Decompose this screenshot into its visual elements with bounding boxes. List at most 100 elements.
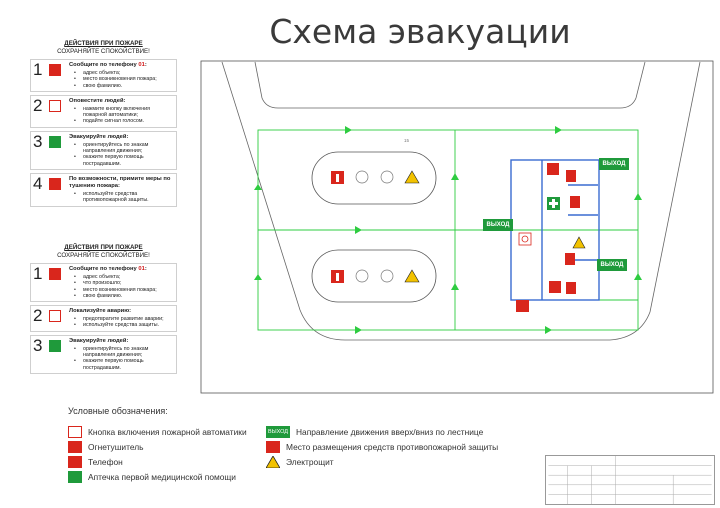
panel-subheading: СОХРАНЯЙТЕ СПОКОЙСТВИЕ! — [57, 48, 150, 55]
step-item: предотвратите развитие аварии; — [69, 316, 174, 323]
step-item: окажите первую помощь пострадавшим. — [69, 358, 174, 371]
island-top — [311, 151, 437, 205]
legend: Условные обозначения: Кнопка включения п… — [68, 406, 548, 483]
step-1: 1 Сообщите по телефону 01: адрес объекта;м… — [30, 59, 177, 92]
exit-sign: ВЫХОД — [483, 219, 513, 231]
island-bottom — [311, 249, 437, 303]
legend-item-exit: ВЫХОД Направление движения вверх/вниз по… — [266, 426, 483, 438]
phone-icon — [549, 281, 561, 293]
instructions-panel-fire: ДЕЙСТВИЯ ПРИ ПОЖАРЕ СОХРАНЯЙТЕ СПОКОЙСТВ… — [30, 40, 177, 207]
step-3: 3 Эвакуируйте людей: ориентируйтесь по зна… — [30, 334, 177, 374]
exit-sign: ВЫХОД — [599, 158, 629, 170]
step-title: Сообщите по телефону 01: — [69, 266, 147, 272]
fire-equipment-icon — [266, 441, 280, 453]
legend-item-electric: Электрощит — [266, 456, 334, 468]
step-item: используйте средства противопожарной защ… — [69, 191, 174, 204]
step-number: 1 — [33, 264, 43, 283]
step-title: Эвакуируйте людей: — [69, 337, 129, 344]
exit-sign-icon: ВЫХОД — [266, 426, 290, 438]
step-title: Локализуйте аварию: — [69, 308, 132, 315]
step-item: ориентируйтесь по знакам направления дви… — [69, 142, 174, 155]
extinguisher-icon — [570, 196, 580, 208]
exit-sign: ВЫХОД — [597, 259, 627, 271]
extinguisher-icon — [49, 177, 61, 190]
legend-item-button: Кнопка включения пожарной автоматики — [68, 426, 247, 438]
steps-list: 1 Сообщите по телефону 01: адрес объекта;м… — [30, 59, 177, 207]
road-outline — [221, 61, 701, 341]
fire-button-icon — [68, 426, 82, 438]
electric-panel-icon — [572, 236, 586, 249]
equipment-icon — [380, 170, 394, 184]
step-1: 1 Сообщите по телефону 01: адрес объекта;ч… — [30, 263, 177, 303]
panel-heading: ДЕЙСТВИЯ ПРИ ПОЖАРЕ — [64, 40, 143, 47]
equipment-icon — [355, 269, 369, 283]
plan-small-label: 15 — [404, 138, 410, 143]
legend-item-firstaid: Аптечка первой медицинской помощи — [68, 471, 236, 483]
building-icons — [516, 163, 586, 312]
electric-panel-icon — [404, 269, 420, 283]
step-item: свою фамилию. — [69, 293, 174, 300]
alarm-button-icon — [49, 310, 61, 323]
electric-panel-icon — [404, 170, 420, 184]
step-item: подайте сигнал голосом. — [69, 118, 174, 125]
legend-item-fireequip: Место размещения средств противопожарной… — [266, 441, 498, 453]
electric-panel-icon — [266, 456, 280, 468]
extinguisher-icon — [566, 282, 576, 294]
steps-list: 1 Сообщите по телефону 01: адрес объекта;ч… — [30, 263, 177, 374]
step-item: свою фамилию. — [69, 83, 174, 90]
step-3: 3 Эвакуируйте людей: ориентируйтесь по зна… — [30, 130, 177, 170]
step-item: ориентируйтесь по знакам направления дви… — [69, 346, 174, 359]
step-number: 2 — [33, 306, 43, 326]
evacuation-icon — [49, 339, 61, 352]
step-number: 3 — [33, 131, 43, 151]
phone-icon — [547, 163, 559, 175]
step-number: 3 — [33, 335, 43, 355]
phone-icon — [49, 268, 61, 280]
building-outline — [254, 61, 646, 109]
fire-button-icon — [518, 232, 532, 246]
step-title: По возможности, примите меры по тушению … — [69, 175, 171, 189]
legend-item-phone: Телефон — [68, 456, 123, 468]
phone-icon — [68, 456, 82, 468]
step-item: адрес объекта; — [69, 274, 174, 281]
equipment-icon — [355, 170, 369, 184]
step-item: используйте средства защиты. — [69, 322, 174, 329]
step-item: окажите первую помощь пострадавшим. — [69, 154, 174, 167]
panel-subheading: СОХРАНЯЙТЕ СПОКОЙСТВИЕ! — [57, 252, 150, 259]
step-number: 4 — [33, 173, 43, 193]
step-title: Сообщите по телефону 01: — [69, 62, 147, 68]
extinguisher-icon — [68, 441, 82, 453]
step-title: Оповестите людей: — [69, 97, 126, 104]
alarm-button-icon — [49, 99, 61, 112]
evacuation-routes — [257, 129, 639, 331]
panel-heading: ДЕЙСТВИЯ ПРИ ПОЖАРЕ — [64, 244, 143, 251]
step-2: 2 Оповестите людей: нажмите кнопку включен… — [30, 94, 177, 128]
fire-equipment-icon — [516, 300, 529, 312]
step-item: место возникновения пожара; — [69, 287, 174, 294]
step-number: 2 — [33, 95, 43, 115]
instructions-panel-accident: ДЕЙСТВИЯ ПРИ ПОЖАРЕ СОХРАНЯЙТЕ СПОКОЙСТВ… — [30, 244, 177, 374]
step-item: адрес объекта; — [69, 70, 174, 77]
island-top-icons — [331, 170, 420, 184]
step-2: 2 Локализуйте аварию:предотвратите развит… — [30, 305, 177, 332]
step-item: нажмите кнопку включения пожарной автома… — [69, 106, 174, 119]
step-item: что произошло; — [69, 280, 174, 287]
step-4: 4 По возможности, примите меры по тушению… — [30, 172, 177, 207]
extinguisher-icon — [566, 170, 576, 182]
first-aid-icon — [68, 471, 82, 483]
title-block — [545, 455, 715, 505]
legend-title: Условные обозначения: — [68, 406, 168, 416]
page-title: Схема эвакуации — [269, 12, 571, 51]
step-title: Эвакуируйте людей: — [69, 133, 129, 140]
step-item: место возникновения пожара; — [69, 76, 174, 83]
evacuation-icon — [49, 135, 61, 148]
island-bottom-icons — [331, 269, 420, 283]
equipment-icon — [380, 269, 394, 283]
phone-icon — [49, 64, 61, 76]
step-number: 1 — [33, 60, 43, 79]
legend-item-extinguisher: Огнетушитель — [68, 441, 143, 453]
extinguisher-icon — [565, 253, 575, 265]
plan-frame — [200, 60, 714, 394]
route-arrows — [254, 126, 642, 334]
